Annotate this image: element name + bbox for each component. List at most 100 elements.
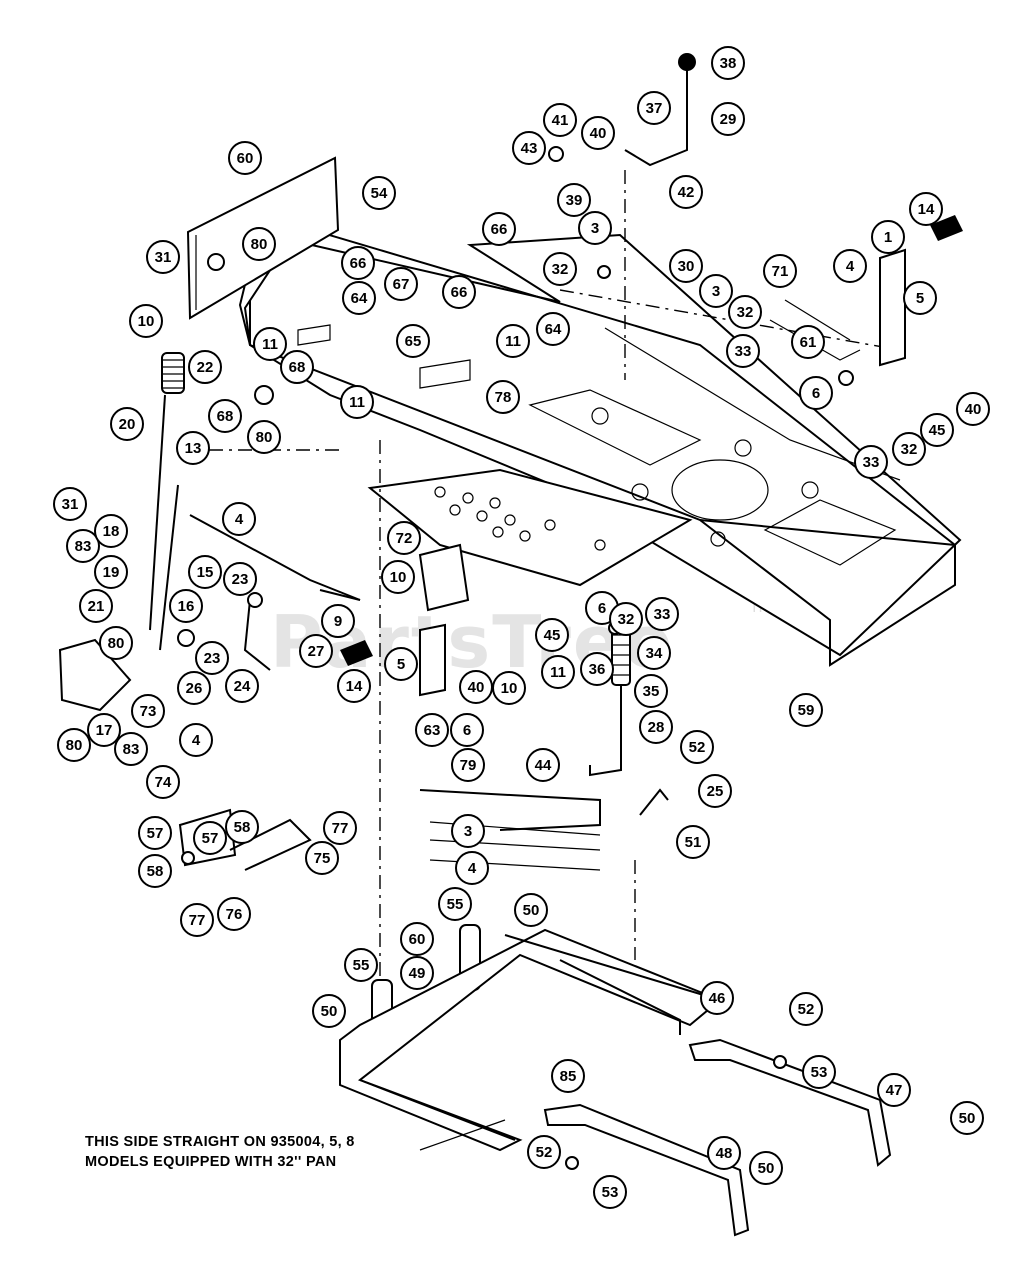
callout-57: 57 bbox=[193, 821, 227, 855]
callout-22: 22 bbox=[188, 350, 222, 384]
callout-73: 73 bbox=[131, 694, 165, 728]
callout-33: 33 bbox=[854, 445, 888, 479]
model-note: THIS SIDE STRAIGHT ON 935004, 5, 8 MODEL… bbox=[85, 1132, 355, 1172]
spring-22 bbox=[161, 352, 185, 394]
link-44 bbox=[419, 789, 601, 831]
callout-11: 11 bbox=[496, 324, 530, 358]
callout-50: 50 bbox=[312, 994, 346, 1028]
callout-52: 52 bbox=[789, 992, 823, 1026]
callout-63: 63 bbox=[415, 713, 449, 747]
callout-67: 67 bbox=[384, 267, 418, 301]
callout-41: 41 bbox=[543, 103, 577, 137]
note-line-2: MODELS EQUIPPED WITH 32'' PAN bbox=[85, 1154, 337, 1170]
callout-80: 80 bbox=[247, 420, 281, 454]
pedal-pad-14 bbox=[340, 640, 373, 666]
note-line-1: THIS SIDE STRAIGHT ON 935004, 5, 8 bbox=[85, 1134, 355, 1150]
callout-23: 23 bbox=[195, 641, 229, 675]
callout-32: 32 bbox=[543, 252, 577, 286]
callout-40: 40 bbox=[956, 392, 990, 426]
callout-60: 60 bbox=[228, 141, 262, 175]
callout-55: 55 bbox=[438, 887, 472, 921]
callout-43: 43 bbox=[512, 131, 546, 165]
callout-66: 66 bbox=[482, 212, 516, 246]
callout-45: 45 bbox=[535, 618, 569, 652]
callout-49: 49 bbox=[400, 956, 434, 990]
callout-44: 44 bbox=[526, 748, 560, 782]
callout-10: 10 bbox=[492, 671, 526, 705]
callout-5: 5 bbox=[384, 647, 418, 681]
callout-80: 80 bbox=[57, 728, 91, 762]
callout-33: 33 bbox=[645, 597, 679, 631]
callout-26: 26 bbox=[177, 671, 211, 705]
callout-35: 35 bbox=[634, 674, 668, 708]
callout-4: 4 bbox=[833, 249, 867, 283]
callout-52: 52 bbox=[527, 1135, 561, 1169]
callout-65: 65 bbox=[396, 324, 430, 358]
callout-57: 57 bbox=[138, 816, 172, 850]
callout-3: 3 bbox=[578, 211, 612, 245]
rod-48 bbox=[543, 1103, 750, 1237]
callout-27: 27 bbox=[299, 634, 333, 668]
callout-4: 4 bbox=[179, 723, 213, 757]
callout-79: 79 bbox=[451, 748, 485, 782]
rod-20 bbox=[149, 394, 166, 631]
callout-85: 85 bbox=[551, 1059, 585, 1093]
callout-14: 14 bbox=[909, 192, 943, 226]
callout-50: 50 bbox=[749, 1151, 783, 1185]
callout-45: 45 bbox=[920, 413, 954, 447]
callout-64: 64 bbox=[342, 281, 376, 315]
callout-46: 46 bbox=[700, 981, 734, 1015]
callout-72: 72 bbox=[387, 521, 421, 555]
callout-18: 18 bbox=[94, 514, 128, 548]
callout-52: 52 bbox=[680, 730, 714, 764]
callout-71: 71 bbox=[763, 254, 797, 288]
callout-83: 83 bbox=[114, 732, 148, 766]
callout-38: 38 bbox=[711, 46, 745, 80]
callout-4: 4 bbox=[455, 851, 489, 885]
callout-54: 54 bbox=[362, 176, 396, 210]
callout-36: 36 bbox=[580, 652, 614, 686]
callout-9: 9 bbox=[321, 604, 355, 638]
callout-1: 1 bbox=[871, 220, 905, 254]
callout-42: 42 bbox=[669, 175, 703, 209]
callout-13: 13 bbox=[176, 431, 210, 465]
callout-40: 40 bbox=[459, 670, 493, 704]
callout-16: 16 bbox=[169, 589, 203, 623]
callout-53: 53 bbox=[593, 1175, 627, 1209]
callout-77: 77 bbox=[180, 903, 214, 937]
callout-74: 74 bbox=[146, 765, 180, 799]
callout-23: 23 bbox=[223, 562, 257, 596]
callout-11: 11 bbox=[541, 655, 575, 689]
callout-59: 59 bbox=[789, 693, 823, 727]
bracket-72 bbox=[418, 543, 470, 612]
callout-58: 58 bbox=[138, 854, 172, 888]
callout-25: 25 bbox=[698, 774, 732, 808]
callout-76: 76 bbox=[217, 897, 251, 931]
callout-31: 31 bbox=[53, 487, 87, 521]
callout-31: 31 bbox=[146, 240, 180, 274]
pedal-lever-1 bbox=[879, 248, 906, 367]
callout-10: 10 bbox=[381, 560, 415, 594]
callout-3: 3 bbox=[699, 274, 733, 308]
callout-10: 10 bbox=[129, 304, 163, 338]
callout-80: 80 bbox=[242, 227, 276, 261]
callout-28: 28 bbox=[639, 710, 673, 744]
callout-15: 15 bbox=[188, 555, 222, 589]
callout-50: 50 bbox=[514, 893, 548, 927]
callout-11: 11 bbox=[253, 327, 287, 361]
callout-4: 4 bbox=[222, 502, 256, 536]
lower-bar bbox=[339, 928, 722, 1152]
callout-21: 21 bbox=[79, 589, 113, 623]
callout-55: 55 bbox=[344, 948, 378, 982]
callout-40: 40 bbox=[581, 116, 615, 150]
callout-51: 51 bbox=[676, 825, 710, 859]
callout-6: 6 bbox=[450, 713, 484, 747]
callout-30: 30 bbox=[669, 249, 703, 283]
callout-24: 24 bbox=[225, 669, 259, 703]
callout-19: 19 bbox=[94, 555, 128, 589]
callout-61: 61 bbox=[791, 325, 825, 359]
callout-32: 32 bbox=[609, 602, 643, 636]
callout-66: 66 bbox=[341, 246, 375, 280]
callout-11: 11 bbox=[340, 385, 374, 419]
